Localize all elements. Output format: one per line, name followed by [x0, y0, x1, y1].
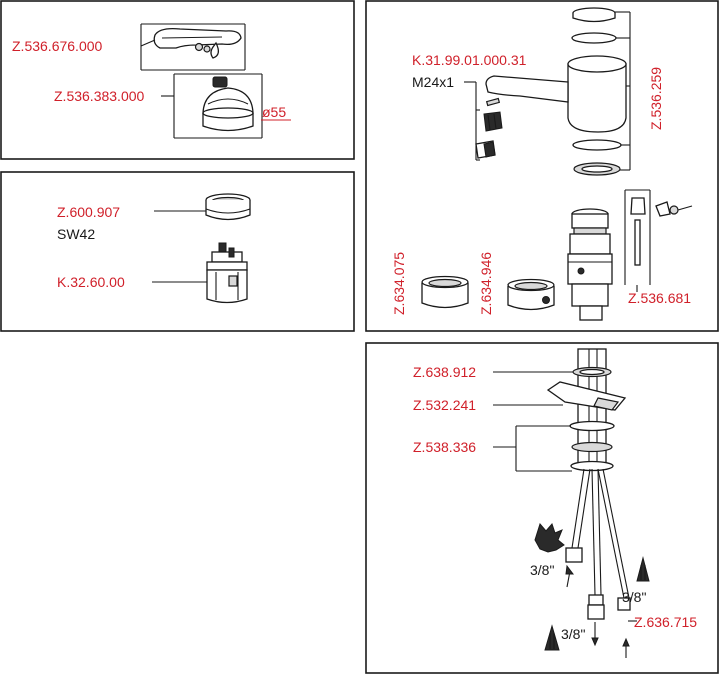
ring-part-1 [421, 275, 469, 309]
label-body-set: Z.536.259 [648, 67, 664, 130]
aerator-part [475, 97, 503, 159]
label-plate: Z.532.241 [413, 397, 476, 413]
mixer-body-part [485, 55, 627, 133]
label-cartridge: K.32.60.00 [57, 274, 125, 290]
label-size-3: 3/8" [561, 626, 585, 642]
label-hose: Z.636.715 [634, 614, 697, 630]
arrow-up-icon [565, 564, 574, 575]
label-size-2: 3/8" [622, 589, 646, 605]
label-fixing-rings: Z.538.336 [413, 439, 476, 455]
bottom-rings-part [572, 139, 622, 176]
rosette-nut-part [534, 522, 565, 553]
panel-body-spout [365, 0, 719, 332]
nut-ring-part [205, 193, 251, 221]
body-bracket [615, 11, 631, 171]
label-ring-2: Z.634.946 [478, 252, 494, 315]
horseshoe-plate-part [546, 381, 627, 411]
fixing-rings-part [569, 420, 615, 472]
supply-hoses-part [565, 468, 631, 620]
label-nut: Z.600.907 [57, 204, 120, 220]
cartridge-part [206, 242, 248, 304]
cap-dome-part [202, 76, 254, 132]
valve-body-part [567, 208, 613, 321]
ring-part-2 [507, 278, 555, 311]
clip-set-part [624, 189, 693, 285]
label-sw: SW42 [57, 226, 95, 242]
handle-lever-part [153, 27, 242, 59]
label-handle: Z.536.676.000 [12, 38, 103, 54]
label-thread: M24x1 [412, 74, 454, 90]
label-clip-set: Z.536.681 [628, 290, 691, 306]
washer-part [572, 366, 612, 378]
panel-nut-cartridge [0, 171, 355, 332]
label-cap: Z.536.383.000 [54, 88, 145, 104]
label-size-1: 3/8" [530, 562, 554, 578]
top-rings-part [571, 7, 617, 44]
cone-nut-part-right [636, 556, 650, 582]
cone-nut-part-left [544, 624, 560, 651]
arrow-up-icon-2 [622, 637, 630, 647]
panel-handle-cap [0, 0, 355, 160]
label-washer: Z.638.912 [413, 364, 476, 380]
label-ring-1: Z.634.075 [391, 252, 407, 315]
arrow-down-icon [591, 637, 599, 647]
label-spout-code: K.31.99.01.000.31 [412, 52, 527, 68]
label-diameter: ø55 [262, 104, 286, 120]
panel-mounting-hoses [365, 342, 719, 674]
